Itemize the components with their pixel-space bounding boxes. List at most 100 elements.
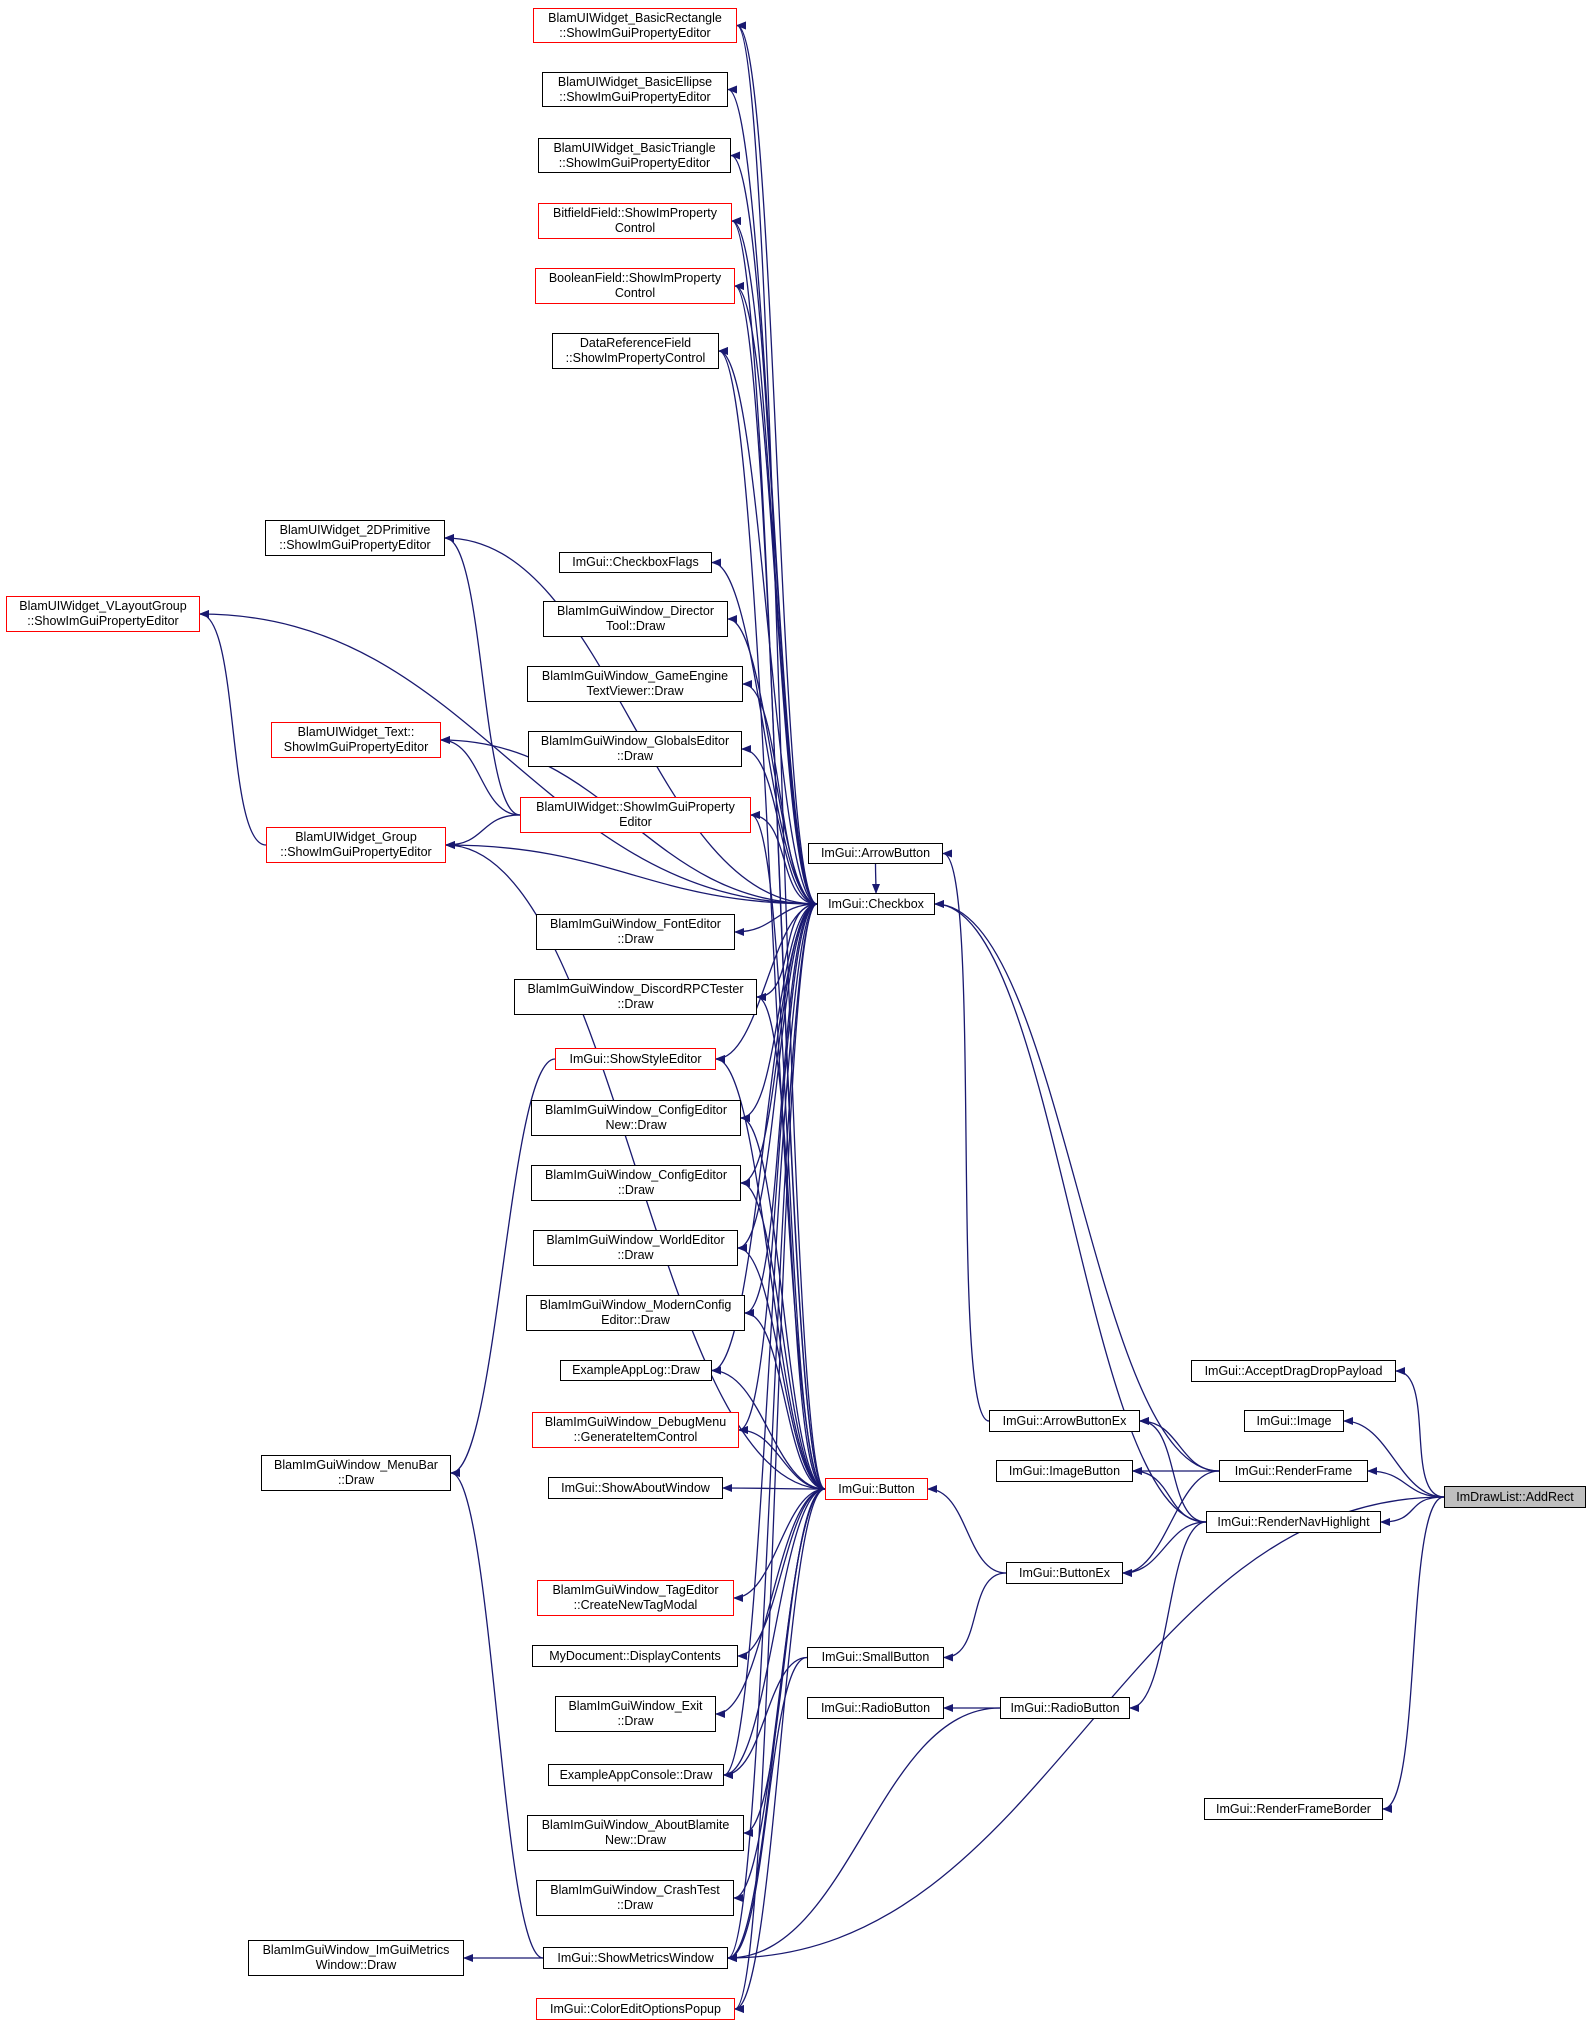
node-accept-drag-drop-payload[interactable]: ImGui::AcceptDragDropPayload [1191, 1360, 1396, 1382]
node-2d-primitive-editor[interactable]: BlamUIWidget_2DPrimitive::ShowImGuiPrope… [265, 520, 445, 556]
edge-addrect-to-renderframe [1367, 1467, 1445, 1498]
node-label-line: BlamImGuiWindow_CrashTest [550, 1883, 720, 1897]
edge-radiobutton-to-showmetrics [727, 1707, 1001, 1962]
edge-addrect-to-navhighlight [1380, 1496, 1445, 1526]
node-tag-editor-create-new-tag-modal[interactable]: BlamImGuiWindow_TagEditor::CreateNewTagM… [537, 1580, 734, 1616]
node-render-frame-border[interactable]: ImGui::RenderFrameBorder [1204, 1798, 1383, 1820]
node-label-line: ::Draw [617, 1714, 654, 1728]
node-label-line: ImGui::ButtonEx [1018, 1565, 1110, 1580]
node-button-ex[interactable]: ImGui::ButtonEx [1006, 1562, 1123, 1584]
node-label-line: BlamUIWidget::ShowImGuiProperty [536, 800, 735, 814]
node-example-app-log-draw[interactable]: ExampleAppLog::Draw [560, 1360, 712, 1381]
node-label-line: ImGui::Image [1256, 1413, 1332, 1428]
edge-checkbox-to-styleeditor [715, 903, 818, 1063]
node-globals-editor-draw[interactable]: BlamImGuiWindow_GlobalsEditor::Draw [528, 731, 742, 767]
edge-button-to-applog [711, 1366, 826, 1490]
node-label-line: Tool::Draw [605, 619, 666, 633]
node-label-line: ShowImGuiPropertyEditor [283, 740, 429, 754]
node-group-widget-editor[interactable]: BlamUIWidget_Group::ShowImGuiPropertyEdi… [266, 827, 446, 863]
node-menu-bar-draw[interactable]: BlamImGuiWindow_MenuBar::Draw [261, 1455, 451, 1491]
node-render-nav-highlight[interactable]: ImGui::RenderNavHighlight [1206, 1511, 1381, 1533]
node-basic-ellipse-editor[interactable]: BlamUIWidget_BasicEllipse::ShowImGuiProp… [542, 72, 728, 107]
node-basic-rectangle-editor[interactable]: BlamUIWidget_BasicRectangle::ShowImGuiPr… [533, 8, 737, 43]
node-label-line: ImGui::SmallButton [821, 1650, 930, 1664]
edge-checkbox-to-world [737, 903, 818, 1252]
node-label-line: Control [614, 286, 656, 300]
node-label-line: BlamUIWidget_Text:: [297, 725, 415, 739]
node-font-editor-draw[interactable]: BlamImGuiWindow_FontEditor::Draw [536, 914, 735, 950]
node-image-button[interactable]: ImGui::ImageButton [996, 1460, 1133, 1482]
node-label-line: BlamImGuiWindow_Exit [568, 1699, 703, 1713]
edge-navhighlight-to-checkbox [934, 900, 1207, 1523]
node-radio-button-overload[interactable]: ImGui::RadioButton [807, 1697, 944, 1719]
node-small-button[interactable]: ImGui::SmallButton [807, 1647, 944, 1668]
node-config-editor-draw[interactable]: BlamImGuiWindow_ConfigEditor::Draw [531, 1165, 741, 1201]
edge-checkbox-to-coloredit [734, 903, 818, 2013]
edge-uiwidget-to-text [440, 736, 521, 816]
node-crash-test-draw[interactable]: BlamImGuiWindow_CrashTest::Draw [536, 1880, 734, 1916]
node-label-line: BlamImGuiWindow_Director [557, 604, 714, 618]
node-label-line: New::Draw [605, 1118, 667, 1132]
edge-styleeditor-to-menubar [450, 1058, 556, 1477]
node-arrow-button-ex[interactable]: ImGui::ArrowButtonEx [989, 1410, 1140, 1432]
node-basic-triangle-editor[interactable]: BlamUIWidget_BasicTriangle::ShowImGuiPro… [538, 138, 731, 173]
node-checkbox-flags[interactable]: ImGui::CheckboxFlags [559, 552, 712, 573]
node-exit-draw[interactable]: BlamImGuiWindow_Exit::Draw [555, 1696, 716, 1732]
node-label-line: BlamImGuiWindow_ConfigEditor [544, 1168, 727, 1182]
edge-renderframe-to-buttonex [1122, 1470, 1220, 1577]
node-image[interactable]: ImGui::Image [1244, 1410, 1344, 1432]
node-label-line: ImGui::ShowMetricsWindow [557, 1950, 714, 1965]
edge-renderframe-to-arrowbuttonex [1139, 1417, 1220, 1472]
node-arrow-button[interactable]: ImGui::ArrowButton [808, 843, 943, 864]
node-color-edit-options-popup[interactable]: ImGui::ColorEditOptionsPopup [536, 1998, 735, 2020]
edge-button-to-console [723, 1488, 826, 1779]
node-show-style-editor[interactable]: ImGui::ShowStyleEditor [555, 1048, 716, 1070]
node-my-document-display-contents[interactable]: MyDocument::DisplayContents [532, 1645, 738, 1667]
node-show-about-window[interactable]: ImGui::ShowAboutWindow [548, 1477, 723, 1499]
node-label-line: BlamImGuiWindow_AboutBlamite [541, 1818, 730, 1832]
node-label-line: ImGui::ColorEditOptionsPopup [550, 2001, 721, 2016]
node-text-widget-editor[interactable]: BlamUIWidget_Text::ShowImGuiPropertyEdit… [271, 722, 441, 758]
node-label-line: ::ShowImGuiPropertyEditor [279, 538, 431, 552]
node-button[interactable]: ImGui::Button [825, 1478, 928, 1500]
node-label-line: ::ShowImGuiPropertyEditor [280, 845, 432, 859]
node-label-line: ImGui::RenderNavHighlight [1217, 1514, 1370, 1529]
edge-button-to-debugmenu [738, 1426, 826, 1490]
node-label-line: ::ShowImGuiPropertyEditor [559, 89, 711, 104]
node-world-editor-draw[interactable]: BlamImGuiWindow_WorldEditor::Draw [533, 1230, 738, 1266]
node-label-line: ::GenerateItemControl [573, 1430, 698, 1444]
edge-button-to-coloredit [734, 1488, 826, 2013]
node-data-reference-field-control[interactable]: DataReferenceField::ShowImPropertyContro… [552, 333, 719, 369]
node-example-app-console-draw[interactable]: ExampleAppConsole::Draw [548, 1764, 724, 1786]
node-label-line: BlamImGuiWindow_GlobalsEditor [540, 734, 730, 748]
node-debug-menu-generate-item-control[interactable]: BlamImGuiWindow_DebugMenu::GenerateItemC… [532, 1412, 739, 1448]
edge-navhighlight-to-buttonex [1122, 1521, 1207, 1577]
node-label-line: BlamImGuiWindow_WorldEditor [546, 1233, 725, 1247]
node-label-line: BlamImGuiWindow_ConfigEditor [544, 1103, 727, 1117]
node-render-frame[interactable]: ImGui::RenderFrame [1219, 1460, 1368, 1482]
edge-checkbox-to-confignew [740, 903, 818, 1122]
node-label-line: ::ShowImGuiPropertyEditor [27, 614, 179, 628]
node-add-rect-root[interactable]: ImDrawList::AddRect [1444, 1486, 1586, 1508]
edge-navhighlight-to-radiobutton [1129, 1521, 1207, 1712]
node-checkbox[interactable]: ImGui::Checkbox [817, 893, 935, 915]
edge-checkbox-to-basic_rect [736, 21, 818, 905]
edge-group-to-vlayout [199, 610, 267, 846]
node-vlayout-group-editor[interactable]: BlamUIWidget_VLayoutGroup::ShowImGuiProp… [6, 596, 200, 632]
edge-button-to-config [740, 1179, 826, 1490]
edge-checkbox-to-vlayout [199, 610, 818, 905]
node-label-line: BlamUIWidget_Group [295, 830, 417, 844]
edge-buttonex-to-button [927, 1485, 1007, 1574]
node-discord-rpc-tester-draw[interactable]: BlamImGuiWindow_DiscordRPCTester::Draw [514, 979, 757, 1015]
node-radio-button[interactable]: ImGui::RadioButton [1000, 1697, 1130, 1719]
node-show-metrics-window[interactable]: ImGui::ShowMetricsWindow [543, 1947, 728, 1969]
